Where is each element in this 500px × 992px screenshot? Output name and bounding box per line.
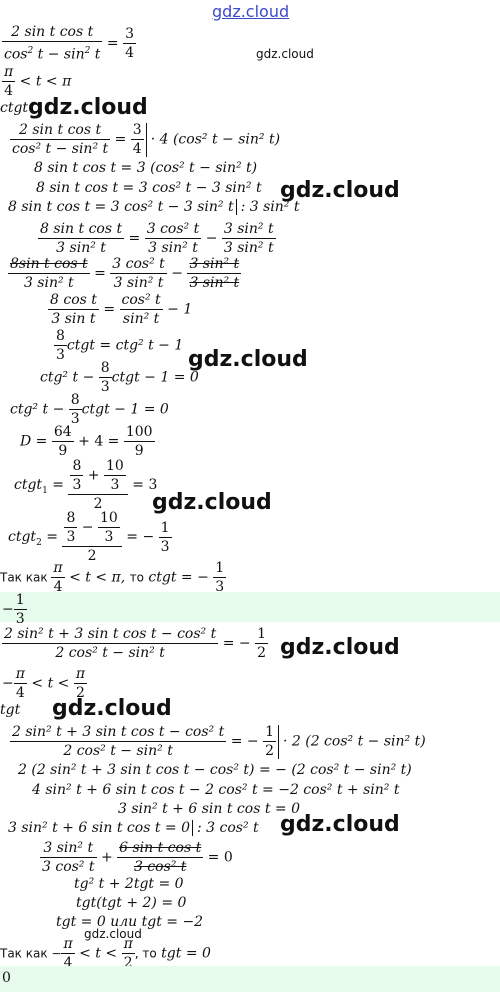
p2-step-8: tgt(tgt + 2) = 0 [76, 895, 187, 911]
watermark: gdz.cloud [256, 47, 314, 61]
p1-ask: ctgt [0, 100, 29, 116]
p2-answer: 0 [0, 966, 500, 992]
p2-step-2: 2 (2 sin² t + 3 sin t cos t − cos² t) = … [18, 762, 412, 778]
watermark: gdz.cloud [280, 635, 400, 660]
watermark-top[interactable]: gdz.cloud [212, 2, 290, 21]
watermark: gdz.cloud [280, 812, 400, 837]
p2-step-4: 3 sin² t + 6 sin t cos t = 0 [118, 801, 300, 817]
watermark: gdz.cloud [280, 178, 400, 203]
p2-ask: tgt [0, 702, 21, 718]
watermark: gdz.cloud [188, 347, 308, 372]
p2-step-3: 4 sin² t + 6 sin t cos t − 2 cos² t = −2… [32, 782, 400, 798]
p1-step-2: 8 sin t cos t = 3 (cos² t − sin² t) [34, 160, 258, 176]
watermark: gdz.cloud [84, 927, 142, 941]
watermark: gdz.cloud [28, 95, 148, 120]
watermark: gdz.cloud [52, 696, 172, 721]
p2-step-7: tg² t + 2tgt = 0 [74, 876, 184, 892]
watermark: gdz.cloud [152, 490, 272, 515]
p2-step-5: 3 sin² t + 6 sin t cos t = 0: 3 cos² t [8, 820, 259, 836]
p1-step-4: 8 sin t cos t = 3 cos² t − 3 sin² t: 3 s… [8, 199, 300, 215]
p2-step-9: tgt = 0 или tgt = −2 [56, 914, 204, 930]
p1-step-3: 8 sin t cos t = 3 cos² t − 3 sin² t [36, 180, 262, 196]
